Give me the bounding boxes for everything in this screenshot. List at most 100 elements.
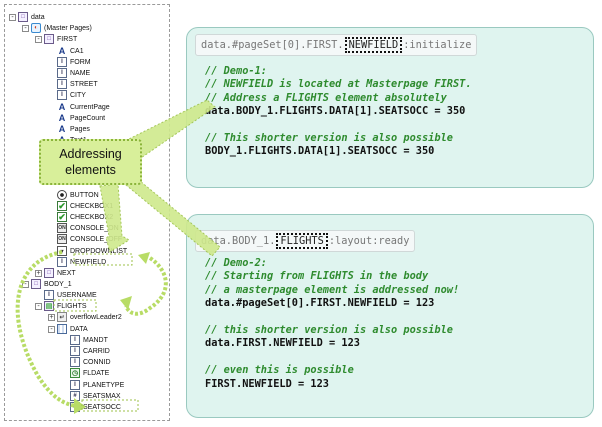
checkbox-icon: ✔ (57, 200, 67, 211)
tree-node-label: PageCount (70, 114, 106, 122)
highlight-box-flights (53, 299, 97, 312)
script-header-demo-1: data.#pageSet[0].FIRST. NEWFIELD :initia… (195, 34, 478, 56)
tree-node-checkbox2[interactable]: ✔CHECKBOX2 (48, 211, 113, 223)
tree-node-label: CHECKBOX1 (70, 202, 114, 210)
code-comment-line: // NEWFIELD is located at Masterpage FIR… (205, 78, 472, 91)
tree-node-label: MANDT (83, 336, 108, 344)
tree-node-body-1[interactable]: -□BODY_1 (22, 278, 72, 290)
highlight-box-seatsocc (81, 399, 139, 412)
text-icon: A (58, 124, 66, 134)
code-comment-line: // a masterpage element is addressed now… (205, 283, 460, 296)
tree-node-flights[interactable]: -▤FLIGHTS (35, 300, 87, 312)
script-header-path: data.BODY_1. (201, 235, 276, 247)
script-header-event: :layout:ready (328, 235, 410, 247)
script-header-demo-2: data.BODY_1. FLIGHTS :layout:ready (195, 230, 416, 252)
code-comment-line: // even this is possible (205, 364, 354, 377)
code-statement-line: FIRST.NEWFIELD = 123 (205, 377, 329, 390)
tree-node-first[interactable]: -□FIRST (35, 33, 77, 45)
tree-node-label: FORM (70, 58, 91, 66)
code-comment-line: // This shorter version is also possible (205, 132, 453, 144)
tree-node-data[interactable]: -□data (9, 11, 45, 23)
field-icon: I (57, 79, 67, 89)
collapse-toggle-icon[interactable]: - (9, 13, 16, 21)
tree-node-next[interactable]: +□NEXT (35, 267, 76, 279)
tree-node-label: CARRID (83, 347, 110, 355)
collapse-toggle-icon[interactable]: - (22, 280, 29, 288)
field-icon: I (70, 357, 80, 367)
tree-node-label: data (31, 13, 45, 21)
addressing-elements-callout: Addressing elements (39, 139, 142, 185)
code-comment-line: // Demo-2: (205, 257, 267, 269)
page-icon: □ (44, 268, 54, 278)
arrowhead-seatsocc (74, 398, 86, 414)
collapse-toggle-icon[interactable]: - (35, 35, 42, 43)
collapse-toggle-icon[interactable]: - (35, 302, 42, 310)
code-comment-line: // Address a FLIGHTS element absolutely (205, 91, 447, 104)
tree-node-button[interactable]: BUTTON (48, 189, 99, 201)
tree-node-label: NEXT (57, 269, 76, 277)
tree-node-label: DROPDOWNLIST (70, 247, 128, 255)
tree-node-overflowleader2[interactable]: +↵overflowLeader2 (48, 311, 122, 323)
tree-node-label: CurrentPage (70, 103, 110, 111)
tree-node-label: FLDATE (83, 369, 110, 377)
page-icon: □ (44, 34, 54, 44)
script-box-demo-1: data.#pageSet[0].FIRST. NEWFIELD :initia… (186, 27, 594, 188)
code-statement-line: data.FIRST.NEWFIELD = 123 (205, 337, 360, 350)
field-icon: I (70, 346, 80, 356)
table-icon (57, 324, 67, 334)
dropdown-icon: ▾ (57, 246, 67, 256)
tree-node-label: CHECKBOX2 (70, 213, 114, 221)
arrow-to-newfield (99, 183, 130, 253)
expand-toggle-icon[interactable]: + (48, 313, 55, 321)
tree-node-label: BODY_1 (44, 280, 72, 288)
console-icon: ON (57, 223, 67, 233)
tree-node-label: STREET (70, 80, 98, 88)
collapse-toggle-icon[interactable]: - (48, 325, 55, 333)
field-icon: I (44, 290, 54, 300)
console-icon: ON (57, 234, 67, 244)
tree-node-label: CA1 (70, 47, 84, 55)
tree-node-label: FLIGHTS (57, 302, 87, 310)
tree-node-label: FIRST (57, 35, 78, 43)
page-icon: □ (31, 279, 41, 289)
overflow-icon: ↵ (57, 312, 67, 322)
collapse-toggle-icon[interactable]: - (22, 24, 29, 32)
code-comment-line: // Starting from FLIGHTS in the body (205, 270, 429, 283)
curve-arrow-seatsocc (15, 250, 77, 408)
tree-node-data[interactable]: -DATA (48, 323, 88, 335)
field-icon: I (57, 257, 67, 267)
tree-node-label: NAME (70, 69, 91, 77)
field-icon: I (57, 68, 67, 78)
tree-node-label: CONNID (83, 358, 111, 366)
field-icon: I (57, 57, 67, 67)
highlight-box-newfield (73, 253, 133, 266)
expand-toggle-icon[interactable]: + (35, 269, 42, 277)
field-icon: I (70, 380, 80, 390)
tree-node-dropdownlist[interactable]: ▾DROPDOWNLIST (48, 245, 127, 257)
tree-node-checkbox1[interactable]: ✔CHECKBOX1 (48, 200, 113, 212)
tree-node-label: NEWFIELD (70, 258, 107, 266)
code-comment-line: // Demo-1: (205, 65, 267, 77)
tree-node-fldate[interactable]: ◷FLDATE (61, 367, 109, 379)
tree-node-master-pages[interactable]: -◐(Master Pages) (22, 22, 92, 34)
arrowhead-newfield (138, 252, 150, 264)
arrowhead-flights (120, 296, 132, 310)
radio-button-icon (57, 190, 67, 200)
